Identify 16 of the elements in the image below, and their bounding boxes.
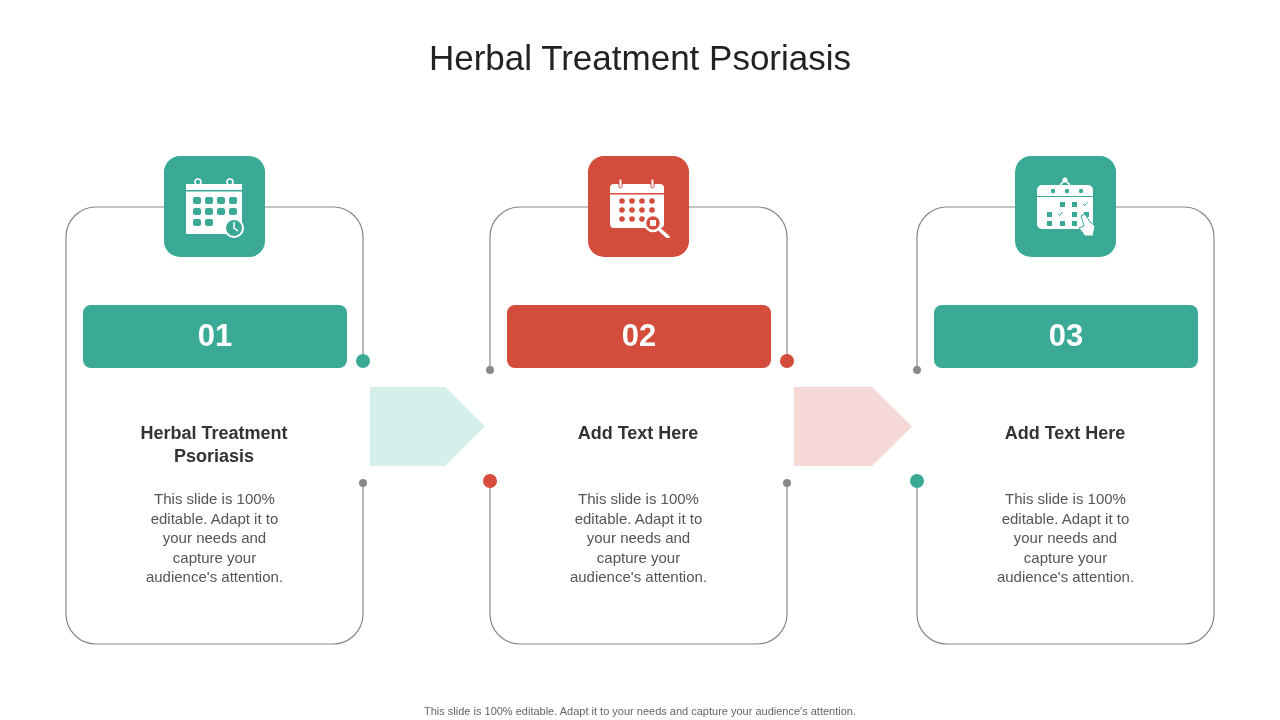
title: Herbal Treatment Psoriasis — [428, 37, 852, 79]
number-bar: 01 — [83, 305, 347, 368]
chevron-arrow — [370, 387, 485, 466]
card-outline — [490, 207, 787, 644]
card-outline — [66, 207, 363, 644]
card-heading: Add Text Here — [576, 422, 700, 445]
number-bar: 02 — [507, 305, 771, 368]
chevron-arrow — [794, 387, 912, 466]
card-heading: Herbal Treatment Psoriasis — [139, 422, 289, 468]
footer-note: This slide is 100% editable. Adapt it to your needs and capture your audience's attention. — [424, 704, 856, 719]
card-description: This slide is 100% editable. Adapt it to your needs and capture your audience's attention. — [995, 489, 1136, 587]
number-bar: 03 — [934, 305, 1198, 368]
card-description: This slide is 100% editable. Adapt it to your needs and capture your audience's attention. — [144, 489, 285, 587]
card-heading: Add Text Here — [1003, 422, 1127, 445]
card-description: This slide is 100% editable. Adapt it to your needs and capture your audience's attention. — [568, 489, 709, 587]
card-outline — [917, 207, 1214, 644]
